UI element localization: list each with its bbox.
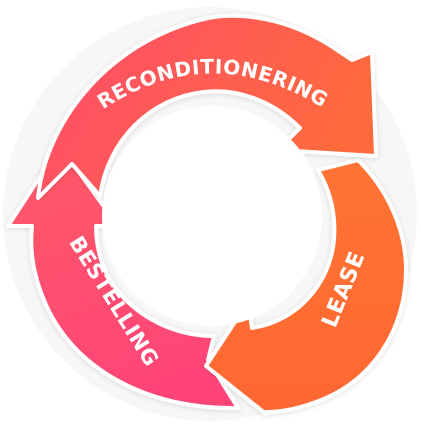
lease-arrow <box>204 158 408 416</box>
center-hole <box>102 106 322 326</box>
bestelling-arrow <box>6 144 240 411</box>
reconditionering-arrow <box>36 13 378 200</box>
